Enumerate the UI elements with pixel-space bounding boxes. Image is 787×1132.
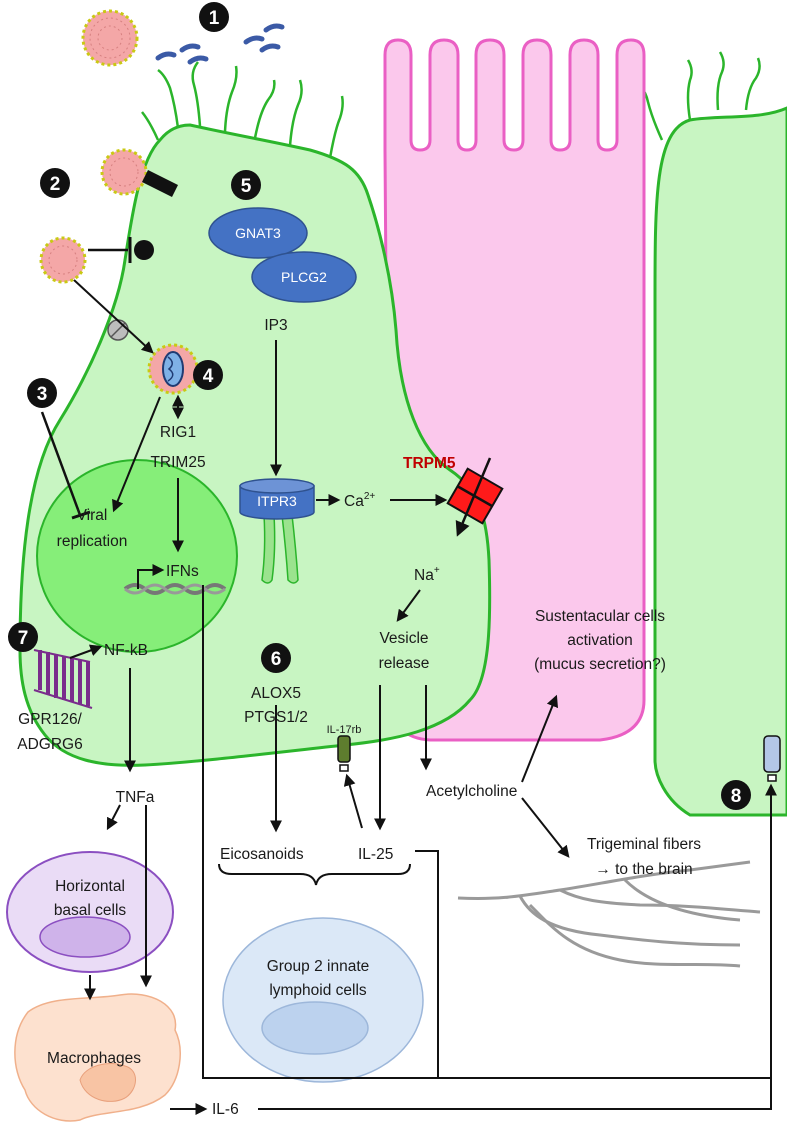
trigeminal-label-2: → to the brain: [595, 861, 692, 878]
replication-inhibition: [40, 411, 82, 516]
ilc2-label-1: Group 2 innate: [267, 958, 370, 975]
ptgs-label: PTGS1/2: [244, 709, 308, 726]
ca-label: Ca2+: [344, 491, 375, 510]
gnat3-label: GNAT3: [235, 225, 281, 241]
replication-inhibition-bar: [71, 510, 91, 520]
svg-text:2: 2: [50, 174, 61, 195]
vesicle-label-1: Vesicle: [379, 630, 428, 647]
marker-3: 3: [27, 378, 57, 408]
virus-particle-bound: [100, 148, 148, 196]
virus-entry-arrow: [73, 279, 154, 354]
virus-particle-blocked: [39, 236, 87, 284]
gpr126-label-2: ADGRG6: [17, 736, 82, 753]
ilc2-cell: [222, 917, 424, 1083]
plcg2-label: PLCG2: [281, 269, 327, 285]
marker-1: 1: [199, 2, 229, 32]
marker-5: 5: [231, 170, 261, 200]
alox5-label: ALOX5: [251, 685, 301, 702]
ilc2-label-2: lymphoid cells: [269, 982, 367, 999]
odorant-molecules: [155, 23, 285, 65]
il25-label: IL-25: [358, 846, 393, 863]
dna-strand: [123, 583, 227, 595]
nerve-receptor: [763, 735, 781, 782]
virus-receptor: [142, 170, 178, 197]
il17rb-label: IL-17rb: [327, 724, 362, 736]
tnfa-label: TNFa: [116, 789, 155, 806]
gpr126-label-1: GPR126/: [18, 711, 82, 728]
svg-text:7: 7: [18, 628, 29, 649]
virus-particle-internalized: [147, 343, 199, 395]
trim25-label: TRIM25: [150, 454, 205, 471]
pathway-arrows: [69, 340, 777, 1115]
nucleus: [36, 459, 238, 653]
macrophage-cell: [14, 993, 181, 1122]
svg-text:1: 1: [209, 8, 220, 29]
basal-cells-label-2: basal cells: [54, 902, 127, 919]
trpm5-channel: [446, 457, 504, 537]
il17rb-receptor: [337, 735, 351, 772]
trigeminal-fibers: [457, 860, 761, 968]
svg-text:5: 5: [241, 176, 252, 197]
rig1-label: RIG1: [160, 424, 196, 441]
viral-replication-label-2: replication: [57, 533, 128, 550]
svg-text:6: 6: [271, 649, 282, 670]
tuft-cilia: [141, 61, 344, 159]
il6-label: IL-6: [212, 1101, 239, 1118]
gnat3-protein: GNAT3: [208, 207, 308, 259]
ip3-label: IP3: [264, 317, 287, 334]
eicosanoids-label: Eicosanoids: [220, 846, 304, 863]
marker-8: 8: [721, 780, 751, 810]
marker-7: 7: [8, 622, 38, 652]
macrophages-label: Macrophages: [47, 1050, 141, 1067]
gpr126-receptor: [33, 649, 93, 709]
brace: [218, 863, 411, 886]
itpr3-label: ITPR3: [257, 493, 297, 509]
horizontal-basal-cell: [6, 851, 174, 973]
sustentacular-label-2: activation: [567, 632, 632, 649]
er-membrane: [261, 514, 299, 584]
svg-text:4: 4: [203, 366, 214, 387]
acetylcholine-label: Acetylcholine: [426, 783, 517, 800]
marker-6: 6: [261, 643, 291, 673]
sustentacular-label-3: (mucus secretion?): [534, 656, 666, 673]
neighbor-tuft-cell: [653, 106, 787, 817]
marker-4: 4: [193, 360, 223, 390]
sustentacular-label-1: Sustentacular cells: [535, 608, 665, 625]
basal-cells-label-1: Horizontal: [55, 878, 125, 895]
svg-text:8: 8: [731, 786, 742, 807]
viral-replication-label-1: Viral: [77, 507, 108, 524]
dna-strand-2: [124, 583, 226, 595]
trigeminal-label-1: Trigeminal fibers: [587, 836, 701, 853]
itpr3-channel: ITPR3: [239, 478, 315, 520]
plcg2-protein: PLCG2: [251, 251, 357, 303]
virus-particle-top: [81, 9, 139, 67]
marker-2: 2: [40, 168, 70, 198]
nfkb-label: NF-kB: [104, 642, 148, 659]
inhibitor-ball: [134, 240, 154, 260]
ifns-label: IFNs: [166, 563, 199, 580]
vesicle-label-2: release: [379, 655, 430, 672]
na-label: Na+: [414, 565, 440, 584]
trpm5-label: TRPM5: [403, 455, 456, 472]
svg-text:3: 3: [37, 384, 48, 405]
